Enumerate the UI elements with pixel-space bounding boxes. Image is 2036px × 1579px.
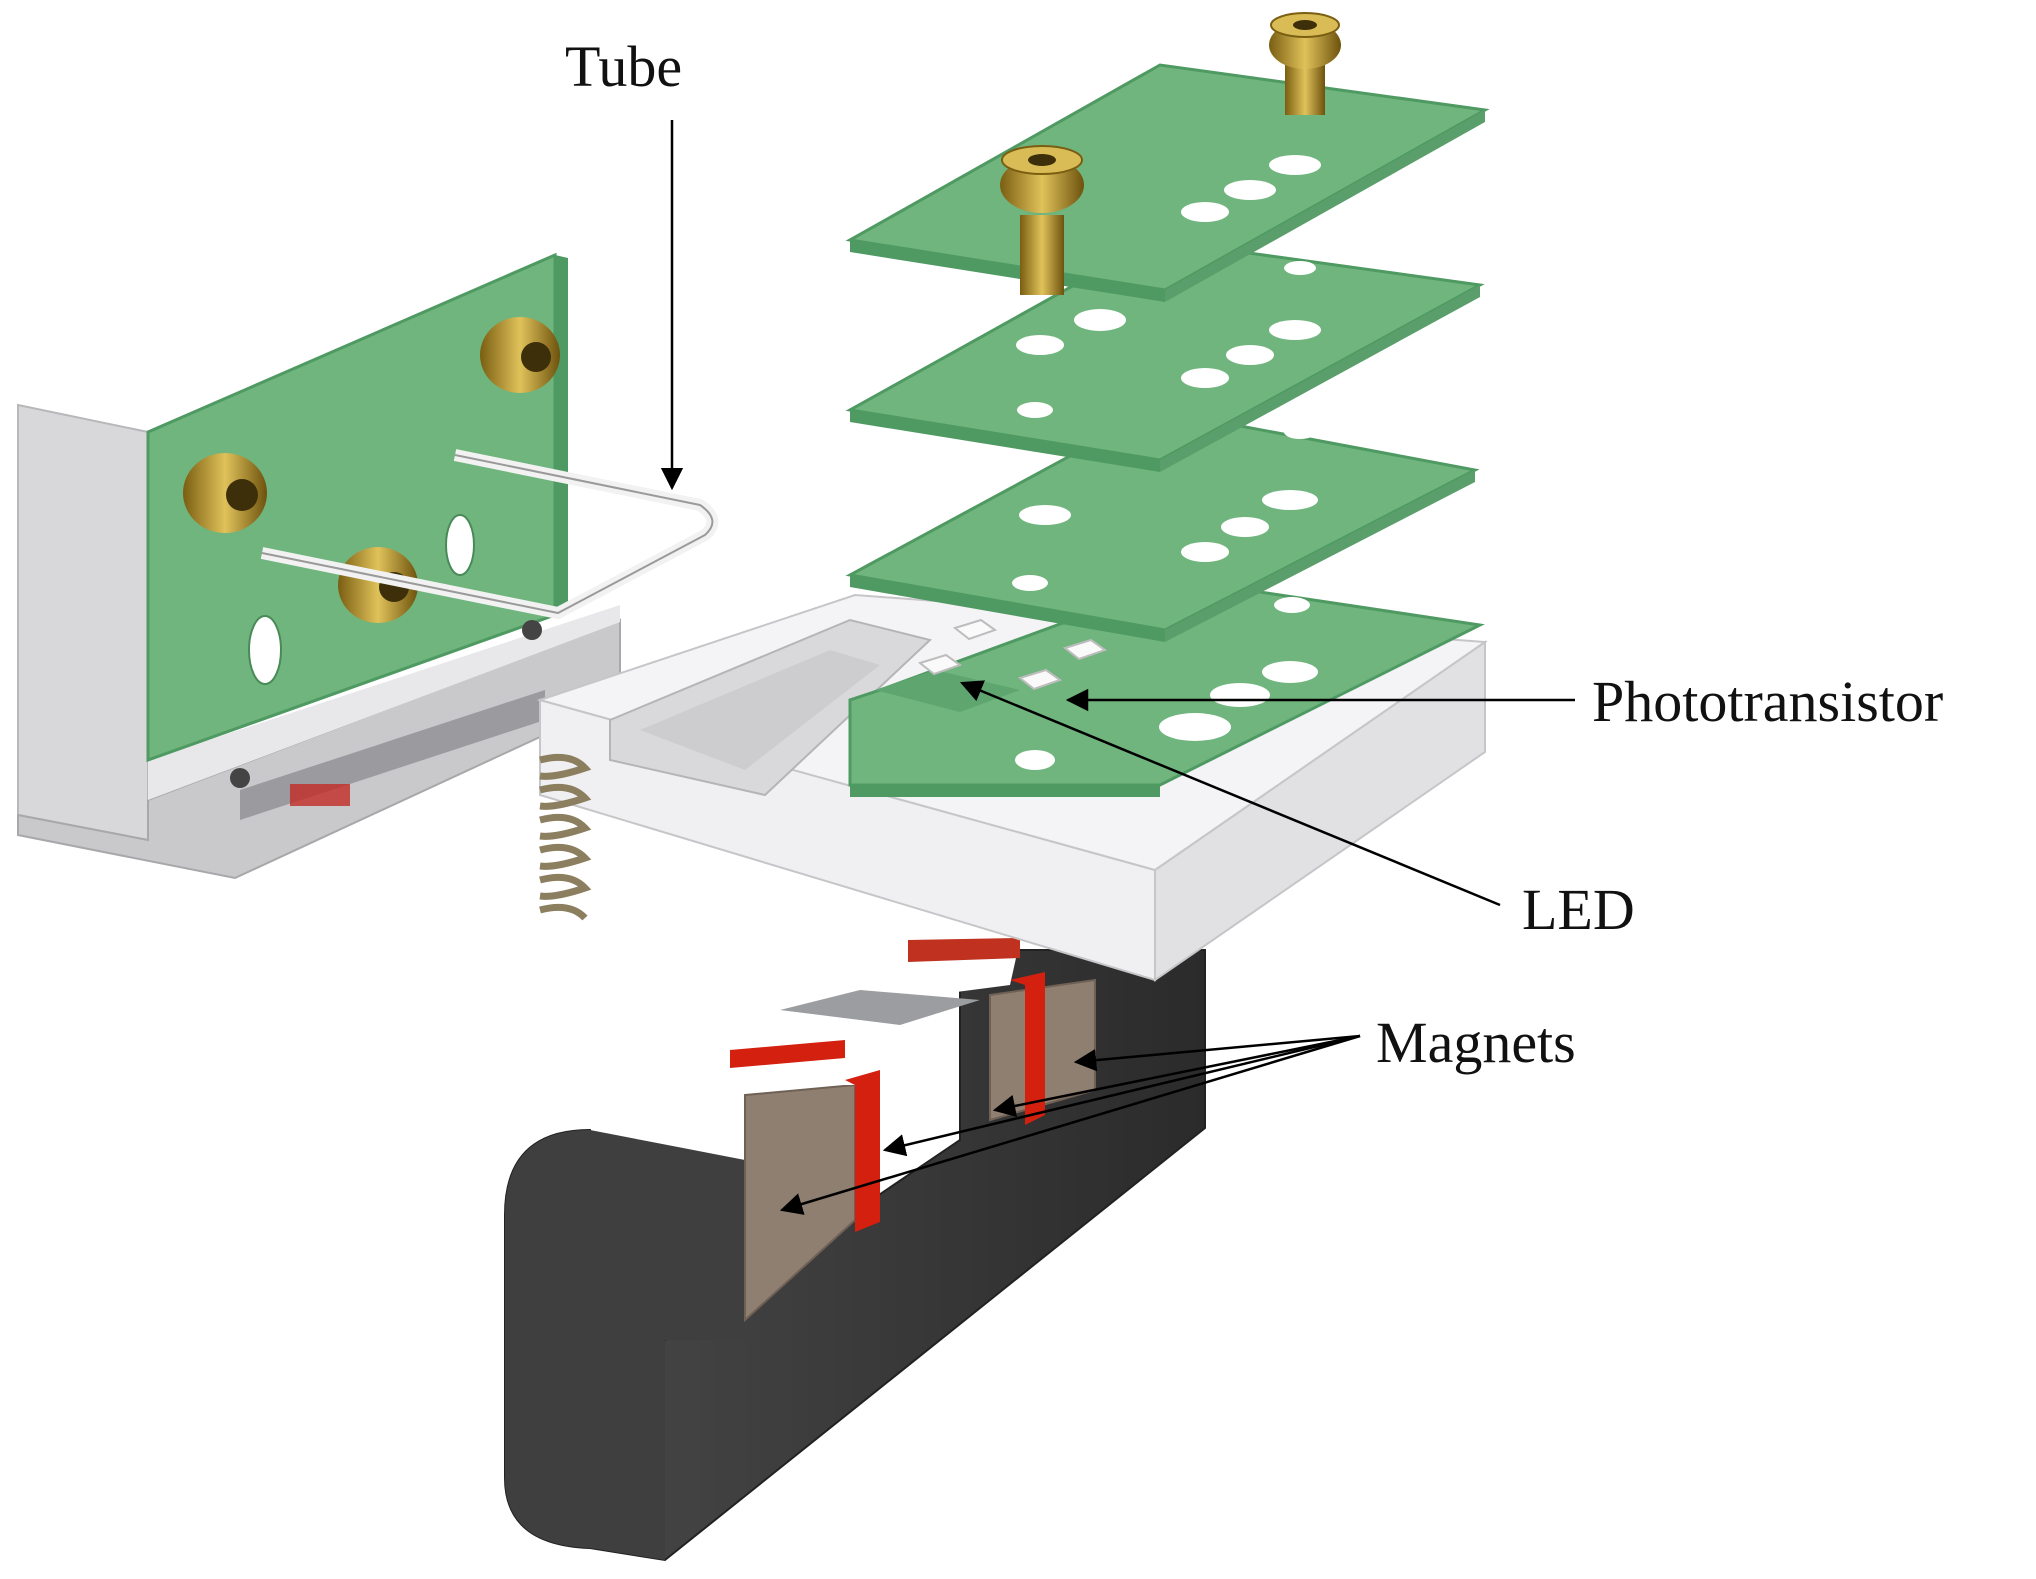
screw [1000,145,1084,295]
pcb-hole [1016,335,1064,355]
magnet-red-top [730,1040,845,1068]
pcb-thickness [850,575,1165,642]
pcb-board [845,408,1480,642]
magnets-arrow [779,1034,1361,1215]
pcb-thickness [850,240,1165,302]
pcb-thickness [1165,110,1485,302]
pcb-board [845,238,1485,472]
pcb-hole [1262,490,1318,510]
pcb-hole [1284,425,1316,439]
pcb-hole [1019,505,1071,525]
callout-arrows [660,120,1575,1215]
pcb-hole [1181,368,1229,388]
left-pcb-slot-hole [248,615,282,685]
brass-standoff [183,453,267,533]
bracket-base-top [148,605,620,800]
pcb-hole [1226,345,1274,365]
pcb-board-top [845,12,1490,302]
left-pcb [146,252,568,788]
pcb-thickness [850,785,1160,797]
pcb-hole [1159,713,1231,741]
pcb-hole [1012,575,1048,591]
pcb-hole [1262,661,1318,683]
magnets-arrow [882,1034,1361,1157]
pcb-thickness [1160,285,1480,472]
pcb-hole [1284,261,1316,275]
left-pcb-slot-hole [445,514,475,576]
phototransistor [1017,638,1108,691]
screw [1269,12,1341,115]
pcb-hole [1181,542,1229,562]
magnet-assembly [504,938,1206,1562]
pcb-hole [1274,597,1310,613]
bracket-base [17,618,621,880]
led-arrow [959,680,1501,907]
pcb-hole [1269,320,1321,340]
left-pcb-mount-hole [522,620,542,640]
left-pcb-edge [555,255,568,615]
yoke-front-face [505,1130,745,1560]
magnet-grey-block [780,990,980,1025]
left-bracket [17,403,621,880]
tube-label: Tube [565,34,683,99]
led [917,618,998,676]
brass-standoff [480,317,560,393]
bracket-back-plate [17,403,149,842]
magnets-arrow [992,1034,1361,1118]
housing-recess-inner [640,650,880,770]
pcb-hole [1269,155,1321,175]
tube-outline [261,454,714,614]
phototransistor-label: Phototransistor [1592,669,1944,734]
magnets-arrow [1073,1034,1361,1072]
magnets-label: Magnets [1376,1010,1576,1075]
sensor-carrier [875,618,1108,712]
pcb-hole [1210,683,1270,707]
sensor-carrier-board [875,670,1020,712]
magnet-red-top [908,938,1020,962]
pcb-hole [1224,180,1276,200]
spring [539,753,592,921]
pcb-hole [1017,402,1053,418]
magnet-red-pole [1010,972,1045,1125]
pcb-hole [1181,202,1229,222]
pcb-thickness [1165,470,1475,642]
pcb-hole [1221,517,1269,537]
pcb-hole [1015,750,1055,770]
left-pcb-mount-hole [230,768,250,788]
pcb-thickness [850,410,1160,472]
magnet-red-pole [845,1070,880,1232]
led-label: LED [1522,877,1635,942]
bracket-red-marker [290,784,350,806]
pcb-hole [1074,309,1126,331]
